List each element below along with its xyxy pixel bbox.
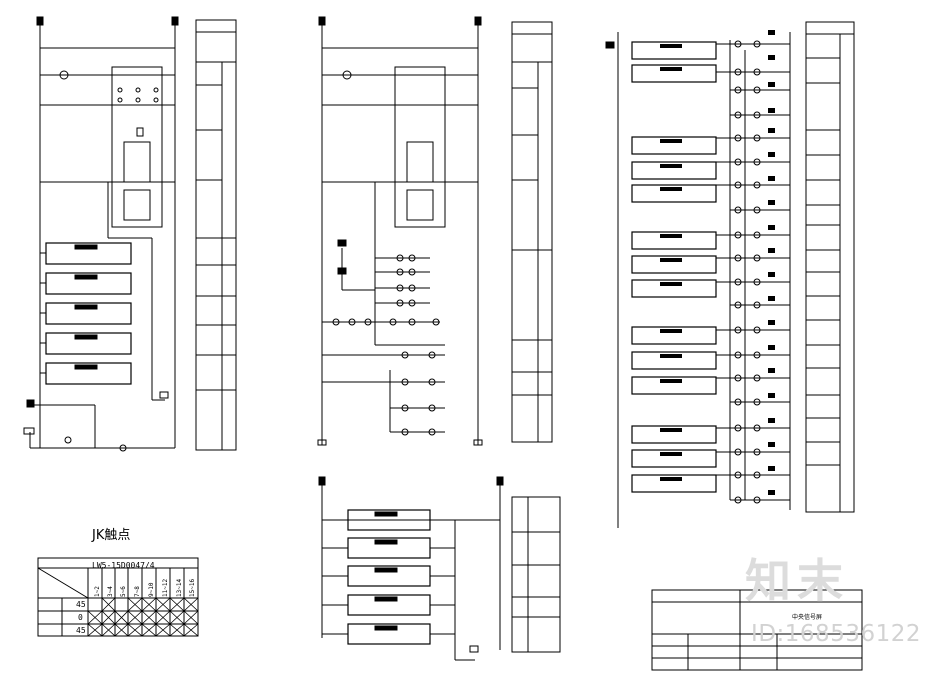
jk-col-header: 13~14 [176,578,183,597]
middle-terminal-strip [511,21,553,443]
middle-circuit [317,16,483,446]
jk-col-header: 5~6 [120,586,127,597]
left-terminal-strip [195,19,237,451]
title-block [651,589,863,671]
jk-row-angle: 45 [76,626,86,635]
right-terminal-strip [805,21,855,513]
jk-row-angle: 0 [78,613,83,622]
bottom-middle-circuit [318,476,561,661]
jk-col-header: 11~12 [162,578,169,597]
watermark-id: ID:168536122 [751,621,921,647]
right-circuit [605,30,791,528]
left-circuit [23,16,179,452]
jk-contact-table [37,557,199,637]
jk-table-title: JK触点 [92,528,131,543]
jk-col-header: 15~16 [189,578,196,597]
title-block-drawing-title: 中央信号屏 [792,614,823,621]
jk-table-x-marks [87,597,199,637]
watermark-logo: 知末 [745,554,849,608]
jk-col-header: 7~8 [134,586,141,597]
jk-table-model: LW5-15D0047/4 [92,561,155,570]
jk-col-header: 9~10 [148,582,155,597]
jk-col-header: 1~2 [94,586,101,597]
jk-row-angle: 45 [76,600,86,609]
jk-col-header: 3~4 [107,586,114,597]
